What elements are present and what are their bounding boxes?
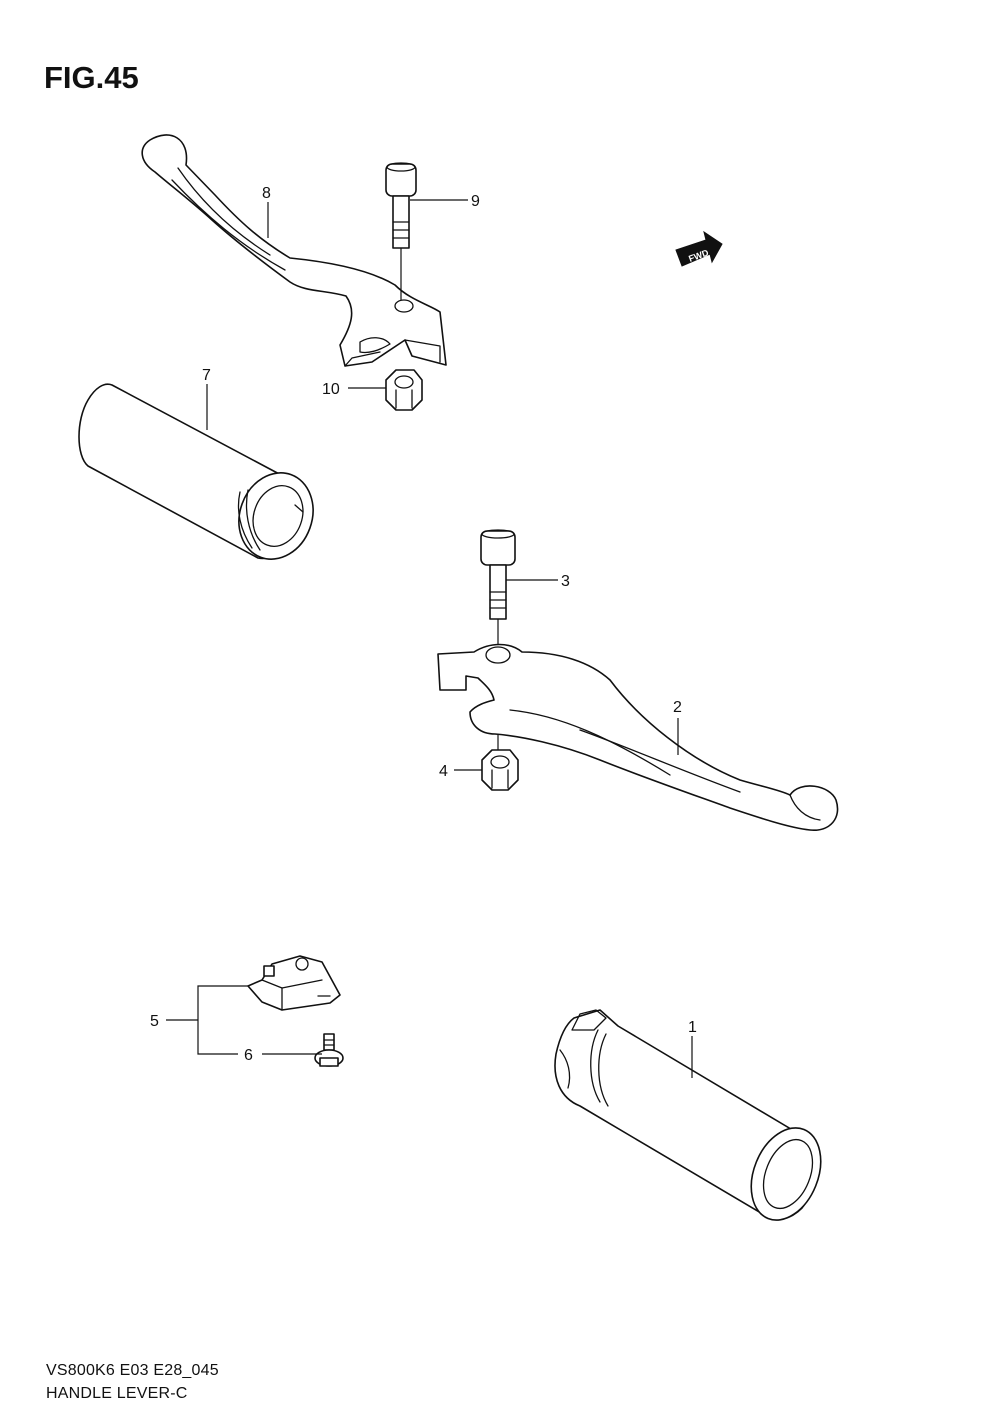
callout-8: 8: [262, 185, 271, 202]
callouts: 8 9 10 7 3 2 4 5 6: [150, 185, 697, 1078]
section-name: HANDLE LEVER-C: [46, 1385, 188, 1402]
clutch-lever-nut: [385, 369, 423, 411]
callout-7: 7: [202, 367, 211, 384]
callout-2: 2: [673, 699, 682, 716]
callout-9: 9: [471, 193, 480, 210]
callout-1: 1: [688, 1019, 697, 1036]
callout-5: 5: [150, 1013, 159, 1030]
callout-3: 3: [561, 573, 570, 590]
callout-10: 10: [322, 381, 340, 398]
fwd-arrow-icon: FWD: [675, 230, 723, 267]
figure-title: FIG.45: [44, 60, 139, 95]
brake-lever-bolt: [480, 529, 516, 648]
brake-lever: [437, 643, 839, 831]
clutch-lever-bolt: [385, 162, 417, 300]
clutch-lever: [141, 134, 447, 367]
callout-6: 6: [244, 1047, 253, 1064]
left-handlebar-grip: [78, 383, 314, 560]
brake-lever-nut: [481, 735, 519, 791]
model-code: VS800K6 E03 E28_045: [46, 1362, 219, 1379]
callout-4: 4: [439, 763, 448, 780]
throttle-grip: [554, 1009, 822, 1221]
brake-light-switch: [247, 955, 341, 1011]
switch-screw: [314, 1033, 344, 1067]
